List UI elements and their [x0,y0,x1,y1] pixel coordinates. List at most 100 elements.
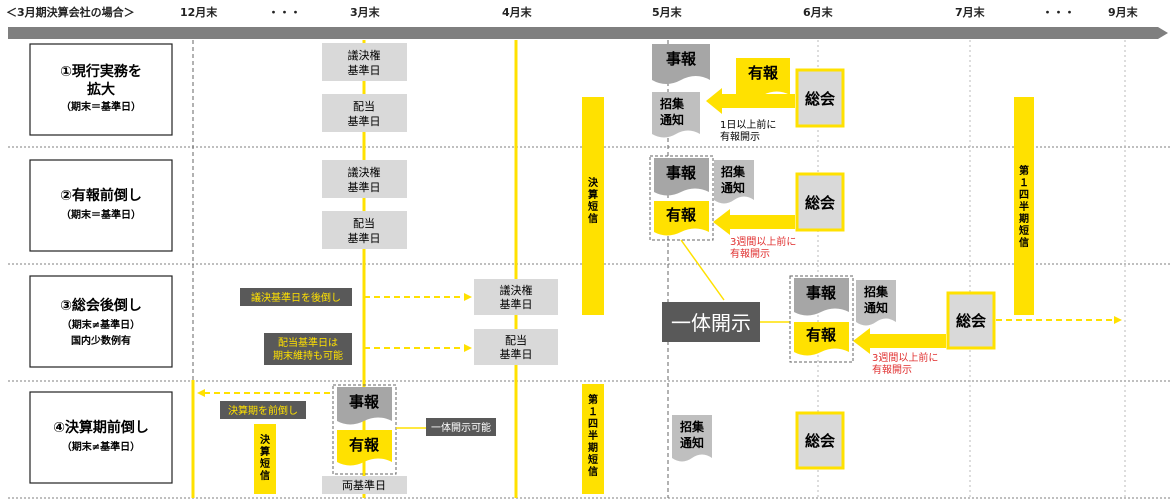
row2-convocation-l2: 通知 [721,180,745,195]
row4-securities-report-doc [337,430,392,466]
month-3: 3月末 [350,5,381,19]
row2-arrow [713,209,795,235]
row1-voting-date-l1: 議決権 [348,48,381,62]
row2-agm-box [795,172,845,232]
row3-business-report-label: 事報 [806,284,837,302]
row4-both-dates-box [322,476,407,494]
row1-arrow [706,88,795,114]
row1-voting-date-l2: 基準日 [348,63,381,77]
row2-securities-report-label: 有報 [666,206,697,224]
earnings-flash-label: 決算短信 [587,176,599,225]
row3-dividend-date-l2: 基準日 [500,347,533,361]
row1-convocation-l1: 招集 [660,96,685,111]
month-gridlines [192,40,669,498]
row2-agm-label: 総会 [805,194,835,212]
row3-title: ③総会後倒し [60,297,142,314]
month-12: 12月末 [180,5,218,19]
row3-voting-date-box [474,279,558,315]
q1-flash-bar-right [1014,97,1034,315]
month-6: 6月末 [803,5,834,19]
row2-business-report-label: 事報 [666,164,697,182]
row2-convocation-l1: 招集 [721,164,746,179]
row3-dividend-keep-l2: 期末維持も可能 [273,349,343,362]
row3-dividend-date-box [474,329,558,365]
integrated-disclosure-box [662,302,760,342]
month-dots-2: ・・・ [1042,6,1075,19]
row3-business-report-doc [794,278,849,316]
row1-subtitle: （期末＝基準日） [61,100,141,113]
month-dots-1: ・・・ [268,6,301,19]
row1-note-l2: 有報開示 [720,130,760,143]
row2-voting-date-l1: 議決権 [348,165,381,179]
row4-convocation-doc [672,415,712,462]
integrated-disclosure-label: 一体開示 [671,311,751,335]
row2-integrated-frame [649,155,714,241]
row4-convocation-l1: 招集 [680,419,705,434]
row1-note-l1: 1日以上前に [720,118,776,131]
row4-integrated-frame [332,384,397,475]
row2-voting-date-box [322,160,407,198]
row1-securities-report-doc [736,58,790,99]
row3-dividend-date-l1: 配当 [505,333,527,347]
row3-securities-report-label: 有報 [806,326,837,344]
row4-q1-flash-bar [582,384,604,494]
case-label: ＜3月期決算会社の場合＞ [6,5,135,19]
row4-title: ④決算期前倒し [53,419,149,436]
row4-convocation-l2: 通知 [680,435,704,450]
q1-flash-label-right: 第１四半期短信 [1019,164,1029,249]
row2-dividend-date-l2: 基準日 [348,231,381,245]
row1-title-line2: 拡大 [87,81,115,98]
row4-securities-report-label: 有報 [349,436,380,454]
row2-subtitle: （期末＝基準日） [61,208,141,221]
row3-note: 国内少数例有 [71,334,131,347]
row2-voting-date-l2: 基準日 [348,180,381,194]
row3-subtitle: （期末≠基準日） [62,318,140,331]
row4-subtitle: （期末≠基準日） [62,440,140,453]
row4-integrated-possible-box [426,418,496,436]
row1-title-line1: ①現行実務を [60,63,142,80]
row3-convocation-doc [856,280,896,326]
timeline-arrow [8,27,1168,39]
row3-convocation-l1: 招集 [864,284,889,299]
row2-securities-report-doc [654,201,709,236]
month-5: 5月末 [652,5,683,19]
row3-arrow [853,328,946,354]
row1-business-report-doc [652,44,710,84]
month-4: 4月末 [502,5,533,19]
row4-move-label-box [220,401,306,419]
row2-dividend-date-box [322,211,407,249]
row-title-boxes [29,43,173,484]
row4-agm-label: 総会 [805,432,835,450]
row1-voting-date-box [322,43,407,81]
row1-dividend-date-box [322,94,407,132]
row4-business-report-doc [337,387,392,425]
row1-agm-box [795,68,845,128]
row4-integrated-possible-label: 一体開示可能 [431,421,491,434]
row3-dividend-keep-box [264,333,352,365]
row2-note-l2: 有報開示 [730,247,770,260]
row4-earnings-flash-label: 決算短信 [259,433,271,482]
earnings-flash-bar [582,97,604,315]
month-7: 7月末 [955,5,986,19]
row3-convocation-l2: 通知 [864,300,888,315]
month-gridlines-light [817,40,1126,498]
row1-securities-report-label: 有報 [748,64,779,82]
row3-dividend-keep-l1: 配当基準日は [278,336,338,349]
row3-voting-date-l1: 議決権 [500,283,533,297]
row1-dividend-date-l2: 基準日 [348,114,381,128]
row1-business-report-label: 事報 [666,50,697,68]
row2-title: ②有報前倒し [60,187,142,204]
row3-postpone-label-box [240,288,352,306]
row3-integrated-frame [789,275,854,363]
row4-move-label: 決算期を前倒し [228,404,298,417]
row1-convocation-doc [652,92,700,138]
row3-note-l1: 3週間以上前に [872,351,938,364]
row2-convocation-doc [714,160,754,204]
row3-postpone-label: 議決基準日を後倒し [251,291,341,304]
integrated-connector-1 [680,239,725,301]
row3-note-l2: 有報開示 [872,363,912,376]
row3-agm-label: 総会 [956,312,986,330]
row3-voting-date-l2: 基準日 [500,297,533,311]
